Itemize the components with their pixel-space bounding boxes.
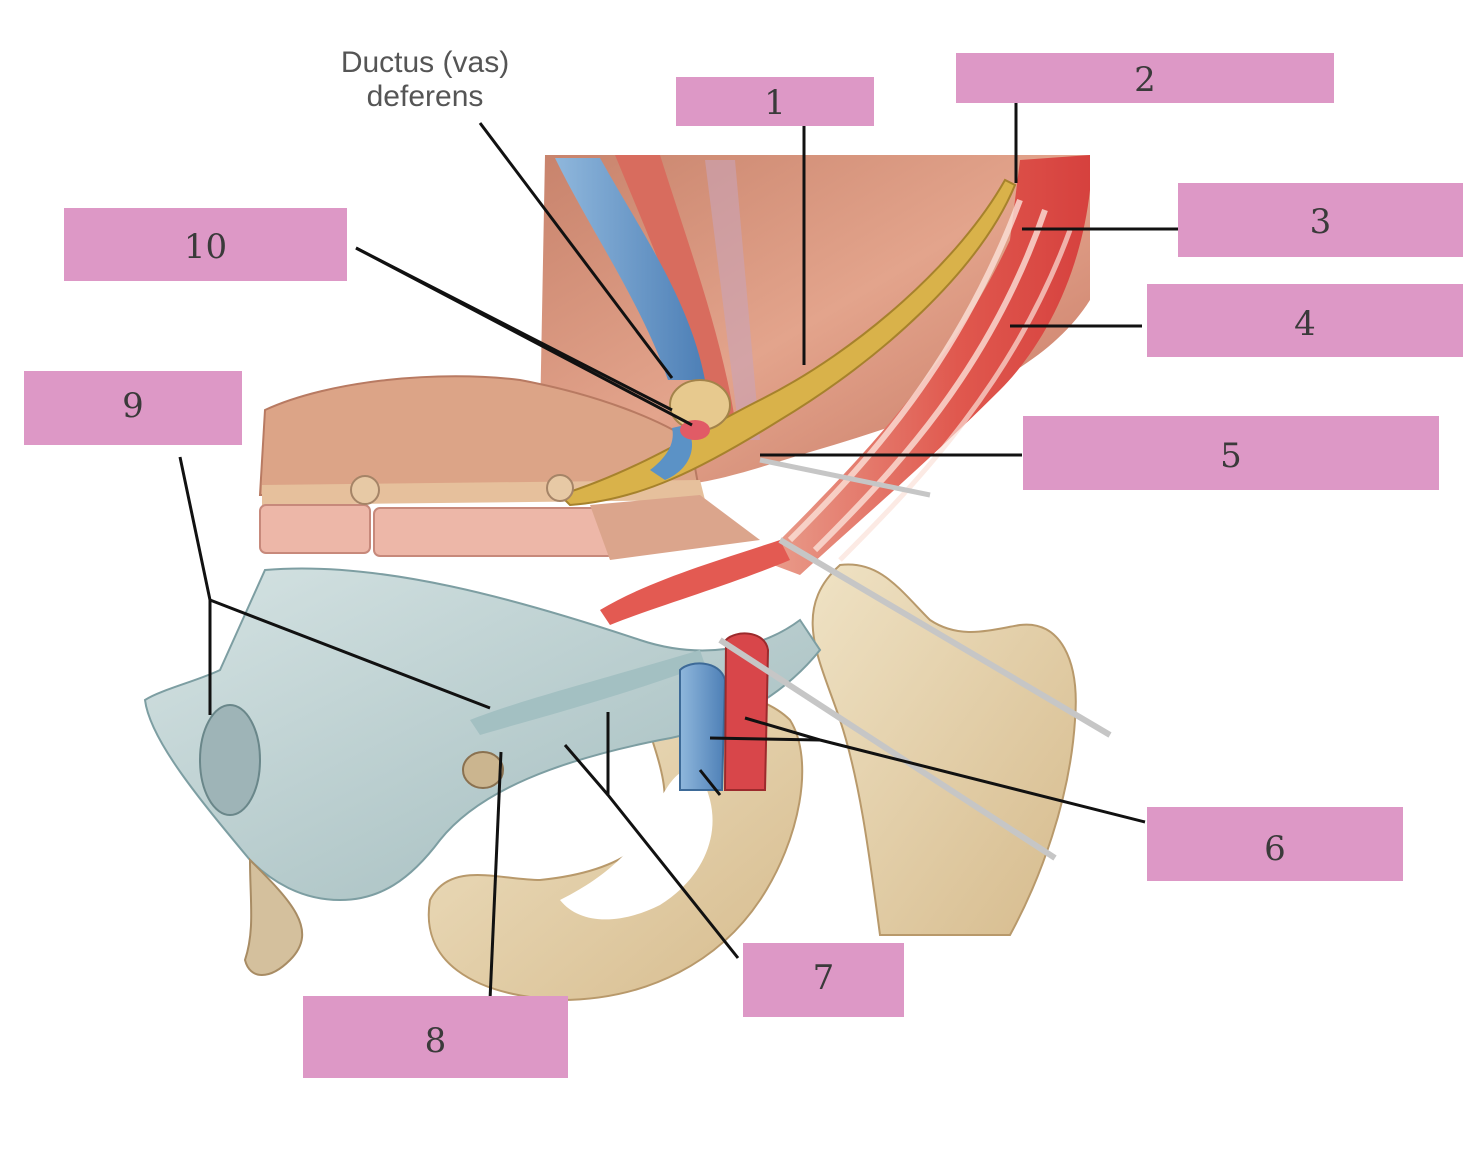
label-box-9[interactable]: 9 (24, 371, 242, 445)
label-box-1[interactable]: 1 (676, 77, 874, 126)
label-box-6[interactable]: 6 (1147, 807, 1403, 881)
label-box-7[interactable]: 7 (743, 943, 904, 1017)
caption-line-1: Ductus (vas) (340, 46, 510, 79)
layered-muscles (760, 155, 1090, 575)
label-box-3[interactable]: 3 (1178, 183, 1463, 257)
testicular-artery (615, 155, 735, 425)
leader-10b (355, 246, 673, 412)
rectus-segment-left (259, 504, 371, 554)
label-box-8[interactable]: 8 (303, 996, 568, 1078)
label-box-5[interactable]: 5 (1023, 416, 1439, 490)
femur (811, 563, 1077, 936)
label-box-4[interactable]: 4 (1147, 284, 1463, 357)
caption-line-2: deferens (366, 80, 484, 113)
ductus-deferens-caption: Ductus (vas) deferens (300, 46, 550, 114)
rectus-segment-right (373, 507, 615, 557)
femoral-vein (679, 662, 727, 791)
label-box-10[interactable]: 10 (64, 208, 347, 281)
leader-8 (488, 751, 503, 1001)
leader-lines (178, 103, 1178, 1001)
label-box-2[interactable]: 2 (956, 53, 1334, 103)
pubic-tubercle (199, 704, 261, 816)
femoral-artery (723, 632, 770, 791)
ductus-deferens-vessel (555, 158, 705, 380)
leader-ductus (478, 122, 674, 379)
